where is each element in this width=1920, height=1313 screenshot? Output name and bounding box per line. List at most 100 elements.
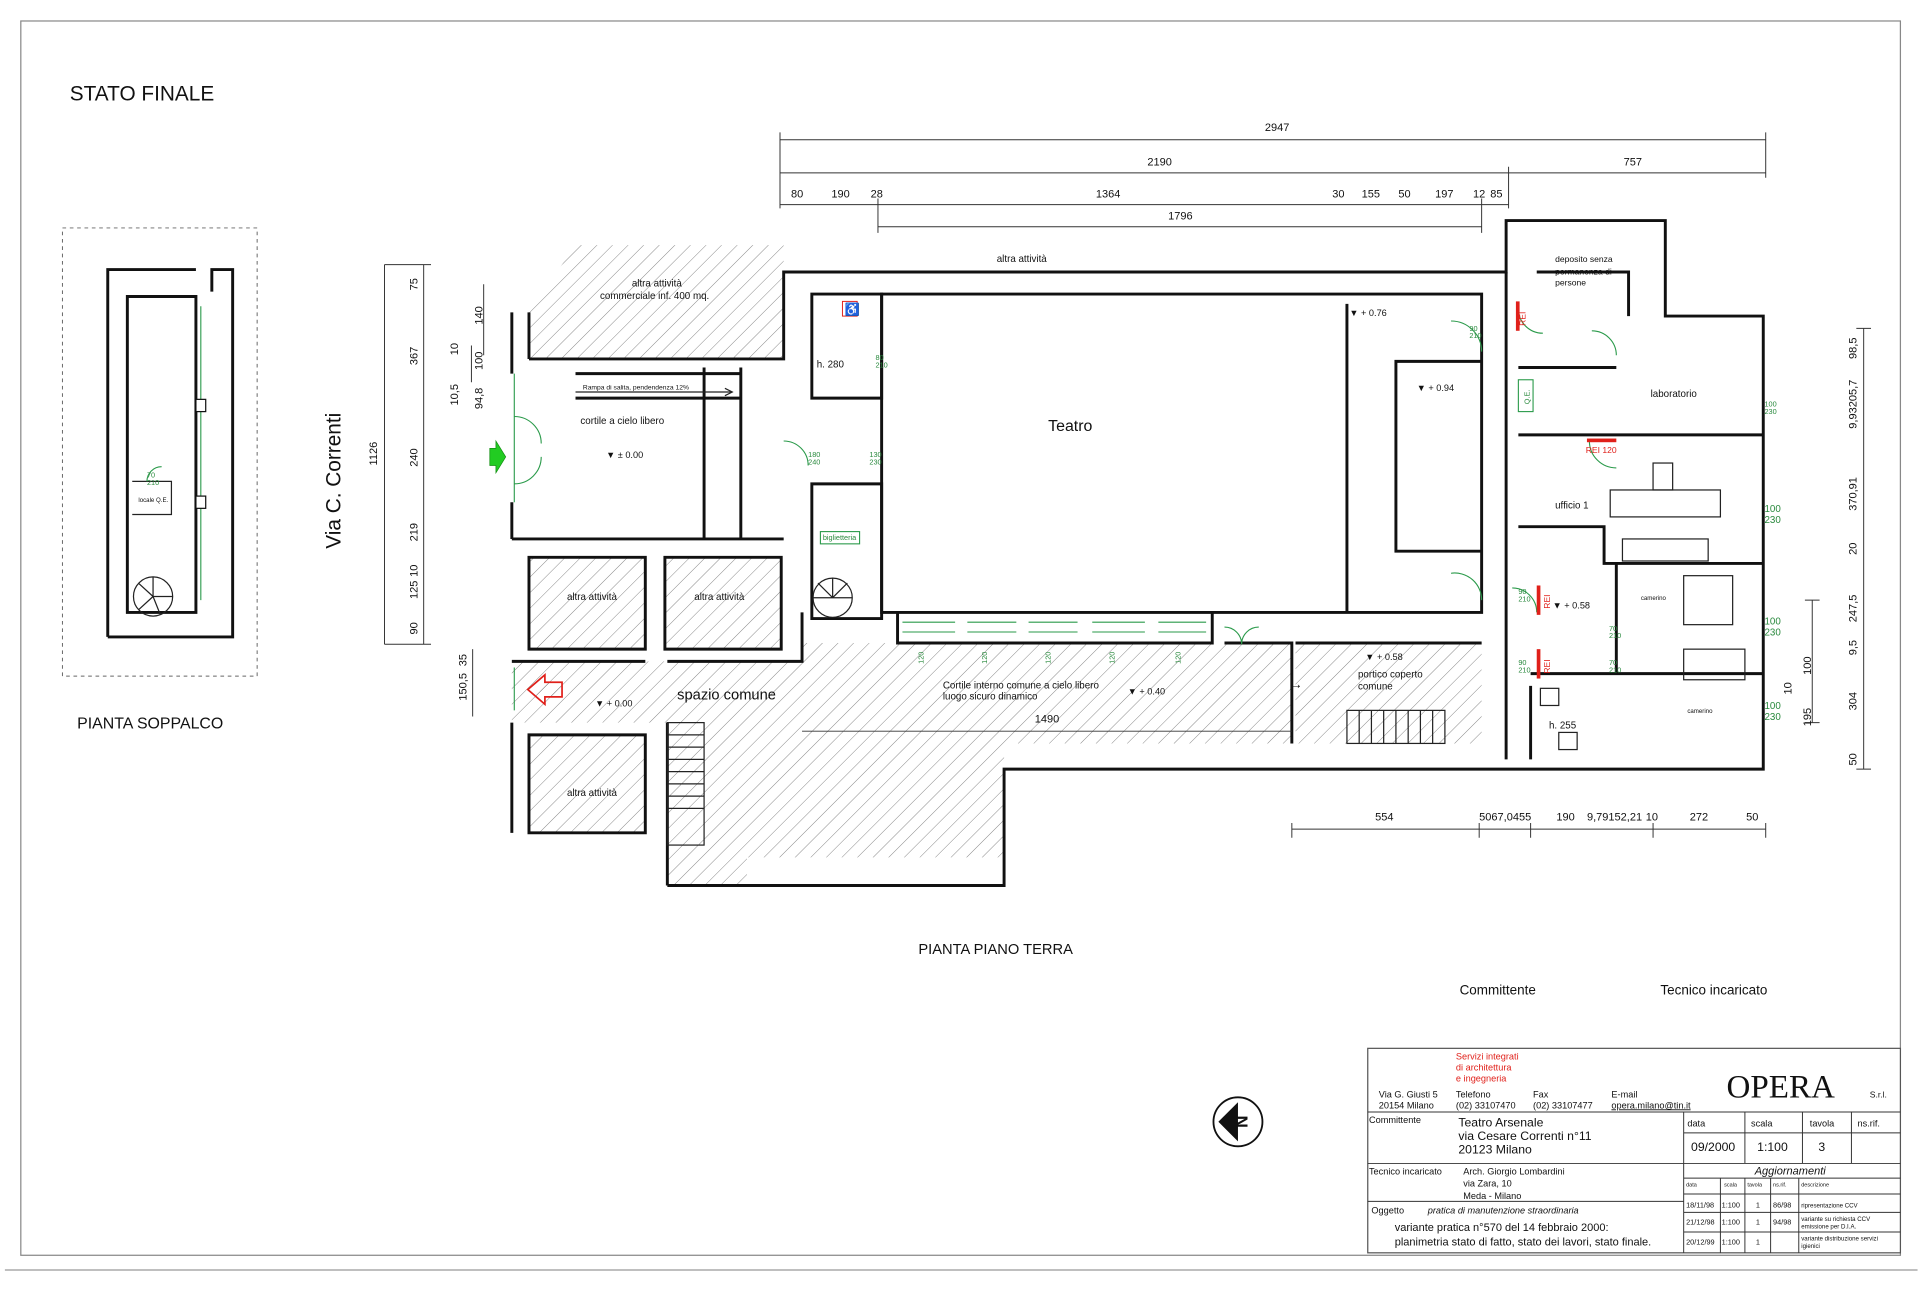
svg-text:197: 197: [1435, 188, 1453, 200]
svg-text:1364: 1364: [1096, 188, 1121, 200]
svg-text:Oggetto: Oggetto: [1371, 1206, 1404, 1216]
svg-text:Fax: Fax: [1533, 1089, 1549, 1099]
svg-text:variante su richiesta CCV: variante su richiesta CCV: [1801, 1216, 1871, 1223]
room-label-portico: comune: [1358, 682, 1393, 693]
svg-text:5067,0455: 5067,0455: [1479, 812, 1531, 824]
svg-text:di architettura: di architettura: [1456, 1062, 1512, 1072]
svg-text:100: 100: [473, 352, 485, 370]
svg-text:240: 240: [808, 457, 820, 466]
svg-text:20123 Milano: 20123 Milano: [1458, 1143, 1532, 1157]
svg-text:35: 35: [458, 654, 470, 666]
room-height: h. 255: [1549, 721, 1577, 732]
svg-text:28: 28: [871, 188, 883, 200]
ground-floor-title: PIANTA PIANO TERRA: [918, 942, 1073, 958]
room-label-camerino: camerino: [1641, 595, 1667, 602]
svg-text:21/12/98: 21/12/98: [1686, 1218, 1715, 1227]
svg-text:94,8: 94,8: [473, 388, 485, 409]
svg-text:Servizi integrati: Servizi integrati: [1456, 1051, 1519, 1061]
svg-text:1796: 1796: [1168, 210, 1193, 222]
svg-text:230: 230: [869, 457, 881, 466]
svg-text:tavola: tavola: [1747, 1183, 1763, 1189]
svg-text:210: 210: [1609, 665, 1621, 674]
svg-text:Meda - Milano: Meda - Milano: [1463, 1191, 1521, 1201]
svg-text:20154 Milano: 20154 Milano: [1379, 1100, 1434, 1110]
svg-text:100: 100: [1764, 504, 1781, 515]
svg-text:98,5: 98,5: [1847, 337, 1859, 358]
north-arrow-icon: N: [1212, 1096, 1264, 1148]
svg-text:50: 50: [1847, 753, 1859, 765]
svg-text:247,5: 247,5: [1847, 595, 1859, 623]
svg-text:ns.rif.: ns.rif.: [1858, 1119, 1880, 1129]
svg-text:230: 230: [1764, 407, 1776, 416]
svg-text:230: 230: [1764, 712, 1781, 723]
svg-text:190: 190: [1556, 812, 1574, 824]
room-label-altra-attivita-commerciale: altra attività: [632, 279, 683, 290]
svg-text:272: 272: [1690, 812, 1708, 824]
update-row: 18/11/98 1:100 1 86/98 ripresentazione C…: [1686, 1201, 1858, 1210]
ramp-label: Rampa di salita, pendendenza 12%: [583, 385, 689, 392]
svg-text:REI 120: REI 120: [1586, 445, 1617, 455]
svg-text:▼ + 0.58: ▼ + 0.58: [1365, 652, 1402, 662]
room-label-cortile-interno: luogo sicuro dinamico: [943, 691, 1038, 702]
svg-text:120: 120: [980, 652, 989, 664]
svg-text:140: 140: [473, 306, 485, 324]
dimension-lines: 2947 2190 757 80 190 28 1364 30 155 50 1…: [368, 122, 1872, 838]
svg-text:100: 100: [1764, 617, 1781, 628]
svg-text:(02) 33107477: (02) 33107477: [1533, 1100, 1593, 1110]
svg-text:♿: ♿: [845, 302, 860, 317]
room-label-qe: locale Q.E.: [138, 497, 168, 504]
svg-text:9,5: 9,5: [1847, 640, 1859, 655]
svg-text:210: 210: [1518, 665, 1530, 674]
svg-text:Aggiornamenti: Aggiornamenti: [1754, 1165, 1827, 1177]
svg-text:180: 180: [808, 450, 820, 459]
svg-text:→: →: [1289, 676, 1302, 691]
svg-text:1: 1: [1756, 1218, 1760, 1227]
sheet-title: STATO FINALE: [70, 83, 214, 106]
svg-text:1:100: 1:100: [1722, 1218, 1740, 1227]
room-label-altra-attivita: altra attività: [567, 788, 618, 799]
svg-text:09/2000: 09/2000: [1691, 1140, 1735, 1154]
svg-text:Arch. Giorgio Lombardini: Arch. Giorgio Lombardini: [1463, 1166, 1564, 1176]
svg-text:80: 80: [791, 188, 803, 200]
room-label-ufficio: ufficio 1: [1555, 500, 1589, 511]
svg-text:50: 50: [1398, 188, 1410, 200]
svg-text:via Cesare Correnti n°11: via Cesare Correnti n°11: [1458, 1129, 1591, 1143]
svg-text:20/12/99: 20/12/99: [1686, 1237, 1715, 1246]
svg-text:▼ + 0.58: ▼ + 0.58: [1553, 601, 1590, 611]
svg-text:94/98: 94/98: [1773, 1218, 1791, 1227]
svg-text:155: 155: [1362, 188, 1380, 200]
svg-text:N: N: [1232, 1116, 1252, 1128]
svg-text:Tecnico incaricato: Tecnico incaricato: [1369, 1166, 1442, 1176]
svg-text:10: 10: [409, 565, 421, 577]
room-label-spazio-comune: spazio comune: [677, 687, 776, 703]
svg-text:1:100: 1:100: [1722, 1237, 1740, 1246]
svg-text:1490: 1490: [1035, 714, 1060, 726]
svg-text:9,93205,7: 9,93205,7: [1847, 380, 1859, 429]
room-labels: Teatro altra attività commerciale inf. 4…: [567, 254, 1713, 799]
svg-text:20: 20: [1847, 543, 1859, 555]
svg-text:130: 130: [869, 450, 881, 459]
email-link[interactable]: opera.milano@tin.it: [1611, 1100, 1691, 1110]
svg-text:120: 120: [1173, 652, 1182, 664]
signature-technician-label: Tecnico incaricato: [1660, 982, 1767, 997]
svg-text:(02) 33107470: (02) 33107470: [1456, 1100, 1516, 1110]
svg-text:304: 304: [1847, 692, 1859, 710]
svg-text:data: data: [1686, 1183, 1698, 1189]
svg-text:210: 210: [1609, 631, 1621, 640]
svg-text:90: 90: [1518, 587, 1526, 596]
mezzanine-plan: 70 210 locale Q.E.: [61, 227, 258, 677]
svg-text:86/98: 86/98: [1773, 1201, 1791, 1210]
svg-text:E-mail: E-mail: [1611, 1089, 1637, 1099]
svg-text:100: 100: [1764, 701, 1781, 712]
svg-text:3: 3: [1818, 1140, 1825, 1154]
room-label-teatro: Teatro: [1048, 418, 1092, 435]
svg-text:85: 85: [1490, 188, 1502, 200]
svg-text:195: 195: [1802, 708, 1814, 726]
svg-text:210: 210: [1518, 594, 1530, 603]
svg-text:240: 240: [409, 448, 421, 466]
svg-text:ns.rif.: ns.rif.: [1773, 1183, 1787, 1189]
svg-text:e ingegneria: e ingegneria: [1456, 1073, 1507, 1083]
svg-text:210: 210: [1469, 331, 1481, 340]
svg-text:S.r.l.: S.r.l.: [1870, 1089, 1887, 1099]
